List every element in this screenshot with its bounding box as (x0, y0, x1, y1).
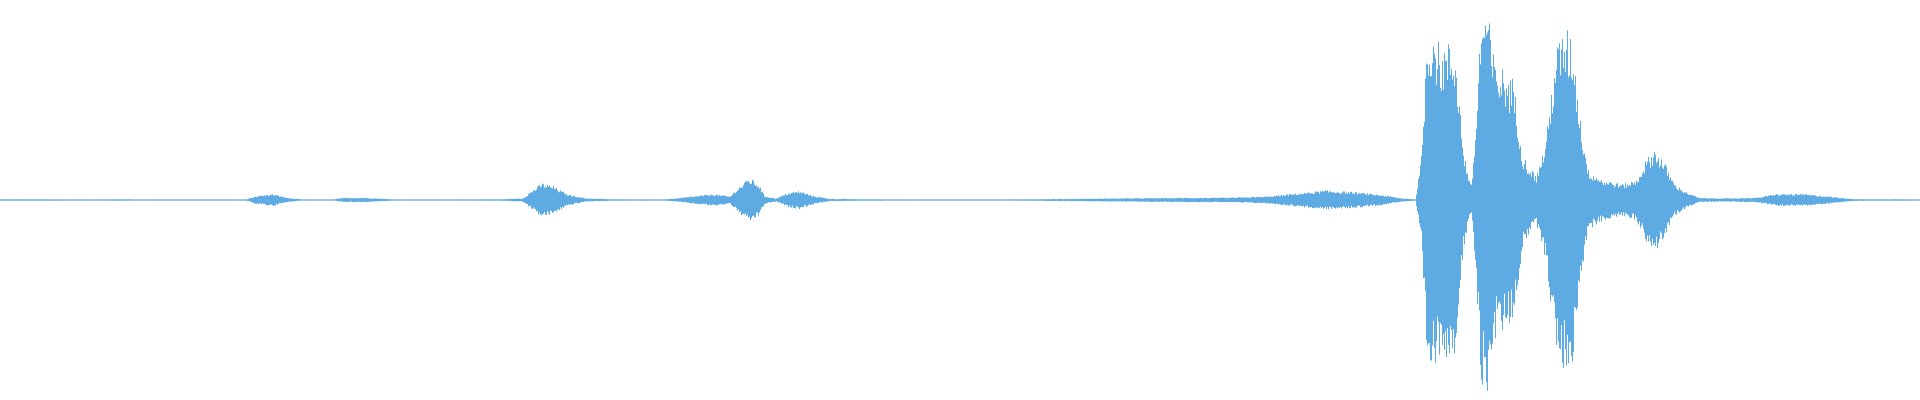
waveform-path (0, 23, 1920, 391)
waveform-samples (0, 23, 1920, 391)
